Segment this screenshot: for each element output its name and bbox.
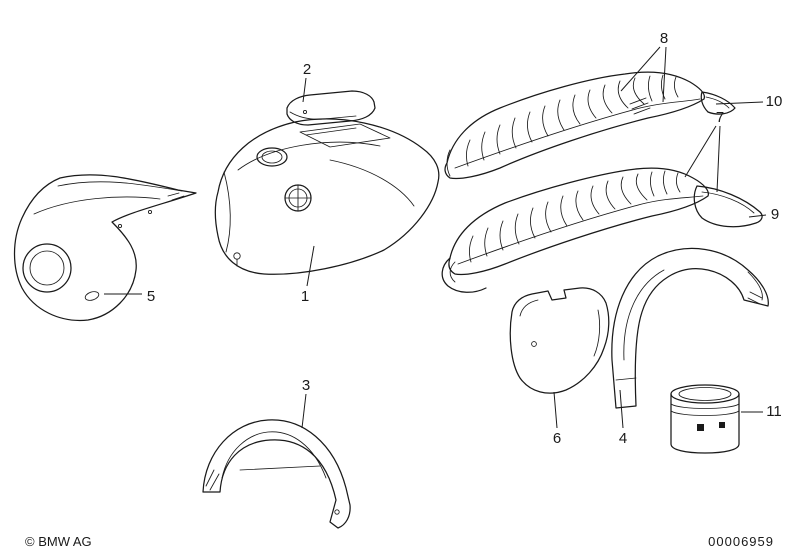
leader-line-1 bbox=[306, 245, 315, 287]
leader-line-2 bbox=[302, 77, 307, 103]
leader-line-9 bbox=[748, 214, 767, 218]
callout-8: 8 bbox=[660, 30, 668, 47]
side-cover-drawing bbox=[509, 287, 610, 394]
paint-can-drawing bbox=[670, 384, 740, 454]
seat-pan-curl bbox=[441, 257, 487, 293]
callout-4: 4 bbox=[619, 430, 627, 447]
leader-line-10 bbox=[715, 101, 764, 105]
leader-line-7a bbox=[684, 125, 717, 178]
upper-tail-piece-drawing bbox=[700, 91, 736, 115]
petcock bbox=[233, 252, 241, 260]
tank-pad-drawing bbox=[286, 90, 376, 126]
can-label-mark bbox=[697, 424, 704, 431]
headlight-opening bbox=[22, 243, 72, 293]
callout-labels: 1 2 3 4 5 6 7 8 9 10 11 bbox=[147, 30, 783, 447]
callout-10: 10 bbox=[766, 93, 783, 110]
callout-1: 1 bbox=[301, 288, 309, 305]
lower-seat-drawing bbox=[441, 167, 709, 293]
callout-2: 2 bbox=[303, 61, 311, 78]
leader-line-8b bbox=[662, 46, 667, 103]
copyright-text: © BMW AG bbox=[25, 534, 92, 549]
callout-9: 9 bbox=[771, 206, 779, 223]
footer: © BMW AG 00006959 bbox=[25, 534, 774, 549]
filler-cap bbox=[256, 147, 288, 167]
callout-3: 3 bbox=[302, 377, 310, 394]
seat-ribs bbox=[468, 173, 648, 263]
upper-seat-drawing bbox=[444, 71, 705, 180]
callout-6: 6 bbox=[553, 430, 561, 447]
fairing-slot bbox=[84, 291, 100, 301]
leader-line-6 bbox=[553, 391, 558, 429]
leader-line-8a bbox=[620, 46, 661, 92]
seat-vent bbox=[629, 97, 651, 115]
headlight-fairing-drawing bbox=[13, 174, 197, 322]
callout-5: 5 bbox=[147, 288, 155, 305]
can-label-mark bbox=[719, 422, 725, 428]
leader-line-7b bbox=[716, 125, 721, 193]
callout-7: 7 bbox=[716, 109, 724, 126]
front-fender-drawing bbox=[202, 419, 351, 529]
leader-line-3 bbox=[301, 393, 307, 429]
rear-fender-drawing bbox=[611, 247, 769, 409]
part-number-text: 00006959 bbox=[708, 534, 774, 549]
leader-lines bbox=[104, 46, 767, 429]
leader-line-4 bbox=[619, 389, 624, 429]
fuel-tank-drawing bbox=[214, 118, 440, 275]
lower-tail-cowl-drawing bbox=[693, 185, 763, 228]
seat-ribs bbox=[465, 77, 645, 167]
callout-11: 11 bbox=[766, 403, 782, 420]
